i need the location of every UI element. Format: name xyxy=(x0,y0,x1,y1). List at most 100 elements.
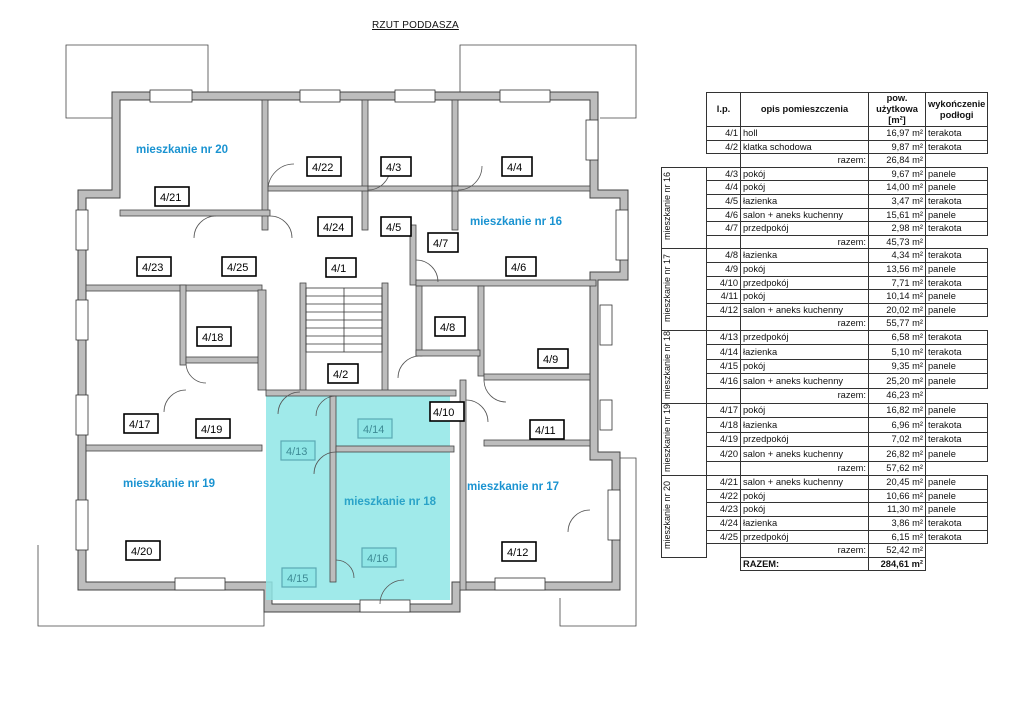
cell-finish: panele xyxy=(924,446,989,462)
cell-name: przedpokój xyxy=(740,529,869,545)
cell-name: łazienka xyxy=(740,344,869,360)
room-tag: 4/3 xyxy=(386,162,401,174)
cell-name: pokój xyxy=(740,402,869,419)
cell-finish: terakota xyxy=(924,221,989,236)
room-tag: 4/11 xyxy=(535,425,556,437)
cell-finish: panele xyxy=(924,302,989,318)
group-label: mieszkanie nr 16 xyxy=(662,172,672,241)
outer-walls xyxy=(77,91,629,613)
cell-lp: 4/18 xyxy=(706,417,741,433)
cell-area: 9,35 m² xyxy=(868,358,926,375)
cell-lp: 4/7 xyxy=(706,221,741,236)
subtotal-label: razem: xyxy=(740,543,869,558)
apartment-label-16: mieszkanie nr 16 xyxy=(470,216,562,228)
cell-area: 7,02 m² xyxy=(868,431,926,448)
cell-name: salon + aneks kuchenny xyxy=(740,207,869,223)
header-finish: wykończenie podłogi xyxy=(924,92,989,127)
cell-name: klatka schodowa xyxy=(740,139,869,155)
group-label-cell: mieszkanie nr 16 xyxy=(661,166,707,250)
cell-area: 6,96 m² xyxy=(868,417,926,433)
cell-area: 4,34 m² xyxy=(868,248,926,263)
cell-lp: 4/6 xyxy=(706,207,741,223)
door-swings xyxy=(163,163,591,605)
room-tag: 4/24 xyxy=(323,222,344,234)
cell-area: 15,61 m² xyxy=(868,207,926,223)
cell-finish: terakota xyxy=(924,126,989,141)
room-tag: 4/5 xyxy=(386,222,401,234)
cell-lp: 4/12 xyxy=(706,302,741,318)
cell-lp: 4/13 xyxy=(706,329,741,346)
cell-finish: panele xyxy=(924,180,989,195)
cell-name: łazienka xyxy=(740,193,869,209)
room-tag: 4/18 xyxy=(202,332,223,344)
cell-finish: panele xyxy=(924,261,989,277)
group-label-cell: mieszkanie nr 20 xyxy=(661,475,707,558)
cell-area: 3,47 m² xyxy=(868,193,926,209)
cell-area: 11,30 m² xyxy=(868,502,926,517)
room-tag: 4/20 xyxy=(131,546,152,558)
room-tag: 4/6 xyxy=(511,262,526,274)
cell-name: holl xyxy=(740,126,869,141)
room-tags: 4/21 4/22 4/3 4/4 4/24 4/5 4/7 4/23 4/25… xyxy=(123,156,569,588)
subtotal-label: razem: xyxy=(740,460,869,477)
cell-area: 14,00 m² xyxy=(868,180,926,195)
room-tag: 4/10 xyxy=(433,407,454,419)
room-tag: 4/17 xyxy=(129,419,150,431)
room-tag: 4/9 xyxy=(543,354,558,366)
cell-lp: 4/21 xyxy=(706,475,741,490)
subtotal-label: razem: xyxy=(740,387,869,404)
group-label-cell: mieszkanie nr 19 xyxy=(661,402,707,477)
cell-name: salon + aneks kuchenny xyxy=(740,446,869,462)
cell-area: 7,71 m² xyxy=(868,275,926,291)
cell-finish: panele xyxy=(924,502,989,517)
room-tag: 4/23 xyxy=(142,262,163,274)
subtotal-label: razem: xyxy=(740,234,869,250)
cell-lp: 4/2 xyxy=(706,139,741,155)
room-tag: 4/22 xyxy=(312,162,333,174)
subtotal-row: razem:26,84 m² xyxy=(662,153,988,168)
cell-finish: panele xyxy=(924,402,989,419)
cell-finish: terakota xyxy=(924,139,989,155)
cell-finish: terakota xyxy=(924,344,989,360)
room-tag: 4/1 xyxy=(331,263,346,275)
apartment-label-20: mieszkanie nr 20 xyxy=(136,144,228,156)
cell-name: pokój xyxy=(740,358,869,375)
cell-finish: panele xyxy=(924,488,989,504)
cell-lp: 4/15 xyxy=(706,358,741,375)
cell-area: 9,67 m² xyxy=(868,166,926,182)
cell-area: 6,15 m² xyxy=(868,529,926,545)
subtotal-label: razem: xyxy=(740,316,869,331)
cell-name: salon + aneks kuchenny xyxy=(740,302,869,318)
cell-lp: 4/17 xyxy=(706,402,741,419)
group-label: mieszkanie nr 19 xyxy=(662,403,672,472)
subtotal-label: razem: xyxy=(740,153,869,168)
cell-lp: 4/5 xyxy=(706,193,741,209)
cell-finish: panele xyxy=(924,207,989,223)
total-row: RAZEM:284,61 m² xyxy=(662,556,988,572)
subtotal-row: razem:52,42 m² xyxy=(662,543,988,558)
subtotal-row: razem:46,23 m² xyxy=(662,387,988,404)
room-tag: 4/4 xyxy=(507,162,522,174)
cell-finish: terakota xyxy=(924,515,989,531)
cell-name: przedpokój xyxy=(740,221,869,236)
cell-lp: 4/14 xyxy=(706,344,741,360)
group-label: mieszkanie nr 17 xyxy=(662,253,672,322)
subtotal-value: 55,77 m² xyxy=(868,316,926,331)
windows xyxy=(75,89,629,613)
room-tag: 4/8 xyxy=(440,322,455,334)
cell-lp: 4/22 xyxy=(706,488,741,504)
cell-finish: panele xyxy=(924,358,989,375)
cell-area: 25,20 m² xyxy=(868,373,926,389)
cell-name: pokój xyxy=(740,502,869,517)
cell-area: 16,97 m² xyxy=(868,126,926,141)
apartment-label-17: mieszkanie nr 17 xyxy=(467,481,559,493)
